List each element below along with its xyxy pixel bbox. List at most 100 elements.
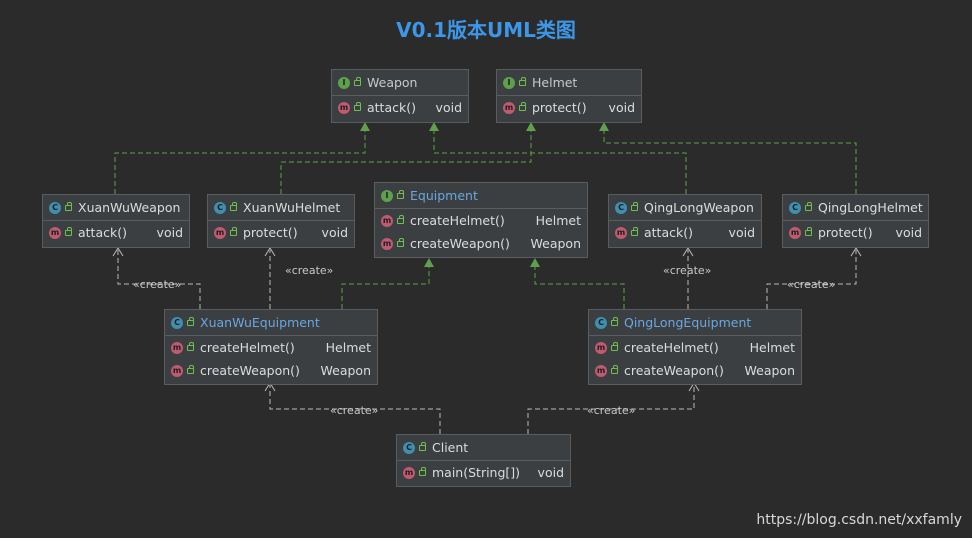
public-icon — [611, 341, 618, 351]
return-type: Helmet — [749, 340, 795, 355]
public-icon — [519, 101, 526, 111]
public-icon — [230, 201, 237, 211]
arrowhead-equipment-left — [424, 258, 434, 267]
realization-qinglong-equipment — [534, 266, 625, 309]
return-type: Weapon — [320, 363, 371, 378]
stereotype-label: «create» — [787, 278, 836, 291]
class-name: QingLongEquipment — [624, 315, 752, 330]
class-qinglong-weapon[interactable]: C QingLongWeapon m attack() void — [608, 194, 762, 248]
arrowhead-helmet-left — [526, 122, 536, 131]
return-type: Helmet — [535, 213, 581, 228]
public-icon — [397, 237, 404, 247]
method-icon: m — [595, 341, 607, 354]
method-name: attack() — [367, 100, 416, 115]
public-icon — [230, 226, 237, 236]
arrowhead-weapon-left — [360, 122, 370, 131]
class-name: QingLongHelmet — [818, 200, 923, 215]
class-name: QingLongWeapon — [644, 200, 754, 215]
class-icon: C — [214, 201, 226, 214]
stereotype-label: «create» — [285, 264, 334, 277]
realization-qinglong-weapon — [433, 130, 687, 194]
realization-qinglong-helmet — [603, 130, 857, 194]
public-icon — [354, 101, 361, 111]
public-icon — [611, 316, 618, 326]
method-name: createWeapon() — [624, 363, 724, 378]
method-icon: m — [171, 364, 183, 377]
public-icon — [354, 76, 361, 86]
public-icon — [397, 189, 404, 199]
method-icon: m — [381, 237, 393, 250]
public-icon — [805, 226, 812, 236]
return-type: void — [608, 100, 635, 115]
class-icon: C — [615, 201, 627, 214]
class-name: Equipment — [410, 188, 478, 203]
method-name: createHelmet() — [410, 213, 505, 228]
public-icon — [187, 316, 194, 326]
return-type: void — [895, 225, 922, 240]
return-type: void — [435, 100, 462, 115]
watermark-url: https://blog.csdn.net/xxfamly — [756, 512, 962, 528]
public-icon — [611, 364, 618, 374]
class-name: XuanWuEquipment — [200, 315, 320, 330]
method-name: protect() — [818, 225, 873, 240]
public-icon — [65, 226, 72, 236]
class-icon: C — [595, 316, 607, 329]
interface-weapon[interactable]: I Weapon m attack() void — [331, 69, 469, 123]
method-name: attack() — [644, 225, 693, 240]
stereotype-label: «create» — [587, 404, 636, 417]
return-type: void — [728, 225, 755, 240]
return-type: void — [537, 465, 564, 480]
public-icon — [631, 226, 638, 236]
public-icon — [805, 201, 812, 211]
return-type: void — [321, 225, 348, 240]
interface-icon: I — [381, 189, 393, 202]
public-icon — [187, 341, 194, 351]
method-icon: m — [49, 226, 61, 239]
method-name: main(String[]) — [432, 465, 521, 480]
method-icon: m — [615, 226, 627, 239]
interface-icon: I — [338, 76, 350, 89]
public-icon — [65, 201, 72, 211]
stereotype-label: «create» — [663, 264, 712, 277]
method-icon: m — [338, 101, 350, 114]
return-type: Weapon — [530, 236, 581, 251]
method-icon: m — [503, 101, 515, 114]
realization-xuanwu-equipment — [341, 266, 430, 309]
public-icon — [419, 466, 426, 476]
realization-xuanwu-weapon — [114, 130, 366, 194]
class-name: XuanWuWeapon — [78, 200, 181, 215]
method-name: createWeapon() — [410, 236, 510, 251]
method-icon: m — [403, 466, 415, 479]
realization-xuanwu-helmet — [280, 130, 532, 194]
public-icon — [397, 214, 404, 224]
class-icon: C — [171, 316, 183, 329]
class-name: Helmet — [532, 75, 578, 90]
public-icon — [419, 441, 426, 451]
method-name: protect() — [532, 100, 587, 115]
arrowhead-weapon-right — [429, 122, 439, 131]
return-type: void — [156, 225, 183, 240]
method-name: attack() — [78, 225, 127, 240]
stereotype-label: «create» — [330, 404, 379, 417]
create-xuanwu-weapon — [117, 250, 201, 309]
create-qinglong-helmet — [766, 250, 857, 309]
arrowhead-equipment-right — [530, 258, 540, 267]
method-icon: m — [214, 226, 226, 239]
stereotype-label: «create» — [133, 278, 182, 291]
create-xuanwu-equipment — [269, 385, 441, 434]
diagram-title: V0.1版本UML类图 — [396, 18, 576, 42]
interface-icon: I — [503, 76, 515, 89]
interface-helmet[interactable]: I Helmet m protect() void — [496, 69, 642, 123]
class-name: Weapon — [367, 75, 418, 90]
return-type: Weapon — [744, 363, 795, 378]
method-icon: m — [789, 226, 801, 239]
public-icon — [519, 76, 526, 86]
